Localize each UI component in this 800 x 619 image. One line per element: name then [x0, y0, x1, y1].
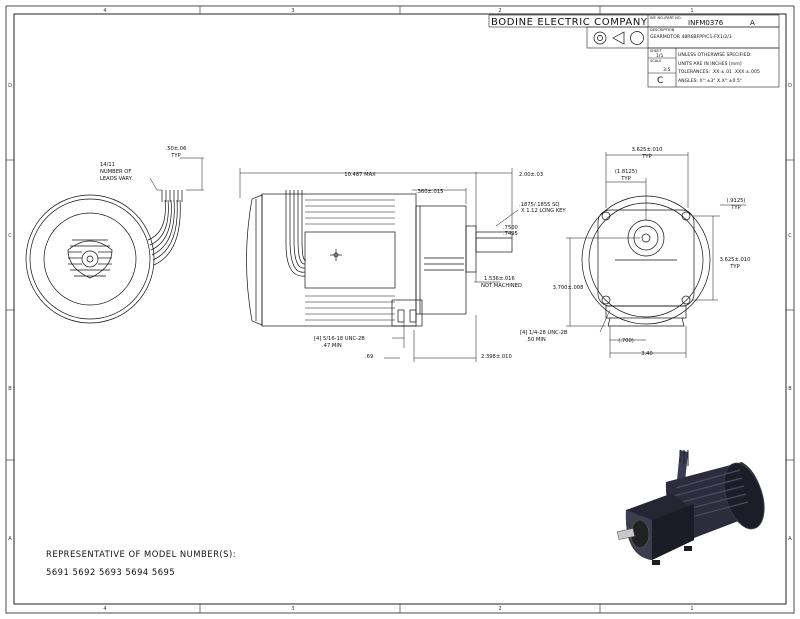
leads-note-3: LEADS VARY	[100, 176, 133, 182]
zone-top-2: 2	[498, 8, 501, 14]
dim-base-width: 3.40	[641, 351, 653, 357]
gearmotor-isometric-image	[616, 450, 765, 565]
dim-not-machined-val: 1.536±.016	[484, 276, 515, 282]
tb-note-4: ANGLES: X°:±3° X.X°:±0.5°	[678, 78, 742, 84]
dim-leads-length: .50±.06	[166, 146, 187, 152]
description: GEARMOTOR 48R6BFPP/C1-FX1/2/3	[650, 34, 732, 40]
dim-shaft-length: 2.00±.03	[519, 172, 543, 178]
zone-bottom-2: 2	[498, 606, 501, 612]
dim-pilot: .360±.015	[416, 189, 443, 195]
sheet-size: C	[657, 76, 663, 86]
rear-vent-grille	[67, 239, 113, 279]
dim-overall-length: 10.487 MAX	[344, 172, 376, 178]
sheet-label: SHEET	[650, 49, 663, 53]
zone-bottom-4: 4	[103, 606, 106, 612]
output-shaft	[475, 231, 513, 253]
dim-face-right: (.9125)	[727, 198, 746, 204]
tb-note-3: TOLERANCES: .XX:±.01 .XXX:±.005	[677, 69, 760, 75]
side-view	[246, 190, 513, 327]
zone-labels: 4 3 2 1 4 3 2 1 D C B A D C B A	[8, 8, 792, 612]
tb-note-2: UNITS ARE IN INCHES [mm]	[678, 61, 742, 67]
dim-shaft-dia-max: .7500	[503, 225, 518, 231]
model-note-heading: REPRESENTATIVE OF MODEL NUMBER(S):	[46, 549, 236, 559]
model-note-models: 5691 5692 5693 5694 5695	[46, 567, 175, 577]
dim-base-face: (.700)	[618, 338, 634, 344]
rear-lead-wires	[147, 190, 183, 266]
tb-note-1: UNLESS OTHERWISE SPECIFIED:	[678, 52, 752, 58]
dim-face-height-typ: TYP	[729, 264, 739, 270]
leads-note-2: NUMBER OF	[100, 169, 131, 175]
rear-view-dims	[149, 157, 204, 191]
side-view-base	[391, 299, 423, 327]
dim-key-1: .1875/.1855 SQ	[519, 202, 559, 208]
side-view-dims	[239, 168, 519, 362]
dim-base-offset: .69	[365, 354, 373, 360]
dim-face-width: 3.625±.010	[632, 147, 663, 153]
projection-symbol	[593, 31, 644, 45]
zone-bottom-1: 1	[690, 606, 693, 612]
zone-left-d: D	[8, 83, 12, 89]
doc-no-label: INF. NO./PART NO.	[650, 16, 682, 20]
zone-right-c: C	[788, 233, 792, 239]
zone-right-a: A	[788, 536, 792, 542]
dim-shaft-height: 3.700±.008	[553, 285, 584, 291]
side-view-gearhead	[415, 205, 467, 315]
front-view-dims	[566, 152, 746, 358]
zone-top-4: 4	[103, 8, 106, 14]
dim-shaft-dia-min: .7495	[503, 231, 518, 237]
dim-face-offset-typ: TYP	[620, 176, 630, 182]
zone-top-1: 1	[690, 8, 693, 14]
scale-label: SCALE	[650, 59, 662, 63]
dim-leads-typ: TYP	[170, 153, 180, 159]
leads-note-1: 14/11	[100, 162, 115, 168]
title-block: BODINE ELECTRIC COMPANY INF. NO./PART NO…	[488, 14, 780, 88]
sheet-value: 1/1	[656, 53, 663, 59]
revision: A	[750, 19, 755, 27]
desc-label: DESCRIPTION	[650, 28, 675, 32]
dim-face-right-typ: TYP	[730, 205, 740, 211]
company-name: BODINE ELECTRIC COMPANY	[491, 17, 648, 28]
dim-face-height: 3.625±.010	[720, 257, 751, 263]
zone-bottom-3: 3	[291, 606, 294, 612]
zone-right-d: D	[788, 83, 792, 89]
side-view-fins	[305, 199, 395, 321]
dim-face-offset: (1.8125)	[615, 169, 637, 175]
drawing-border	[5, 5, 795, 614]
dim-not-machined: NOT MACHINED	[481, 283, 522, 289]
doc-number: INFM0376	[688, 19, 724, 27]
zone-left-c: C	[8, 233, 12, 239]
zone-left-b: B	[8, 386, 12, 392]
dim-key-2: X 1.12 LONG KEY	[521, 208, 566, 214]
front-view-bolts	[601, 211, 691, 305]
rear-view	[25, 190, 183, 324]
dim-side-tap: [4] 5/16-18 UNC-2B	[314, 336, 365, 342]
side-view-lead-wires	[285, 190, 307, 277]
scale-value: 3:5	[663, 67, 670, 73]
dim-base-length: 2.398±.010	[481, 354, 512, 360]
zone-left-a: A	[8, 536, 12, 542]
dim-face-tap: [4] 1/4-28 UNC-2B	[520, 330, 568, 336]
dim-face-width-typ: TYP	[641, 154, 651, 160]
dim-face-tap-depth: .50 MIN	[526, 337, 546, 343]
dim-side-tap-depth: .47 MIN	[322, 343, 342, 349]
zone-right-b: B	[788, 386, 792, 392]
zone-top-3: 3	[291, 8, 294, 14]
